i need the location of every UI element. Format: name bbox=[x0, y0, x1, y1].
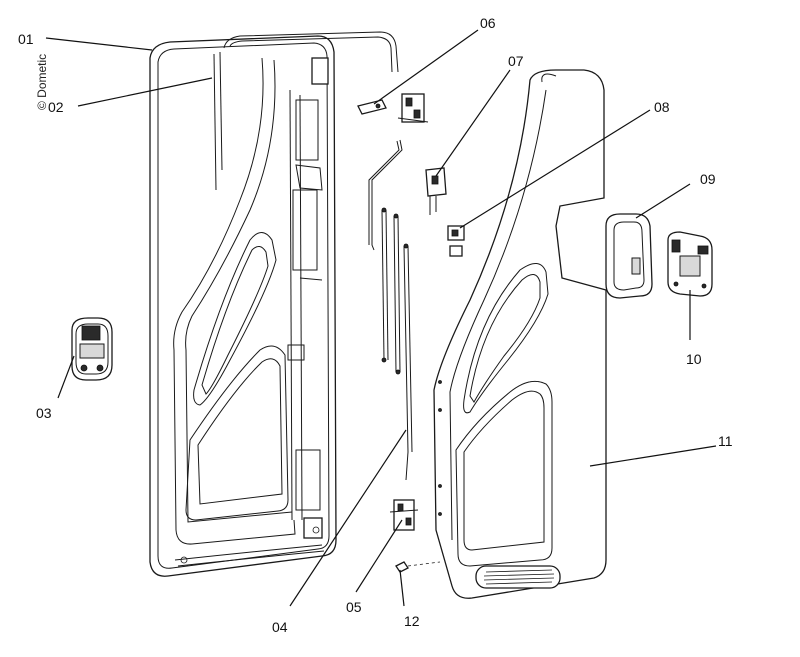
callout-10: 10 bbox=[686, 351, 702, 367]
callout-08: 08 bbox=[654, 99, 670, 115]
door-rods bbox=[368, 139, 413, 481]
callout-07: 07 bbox=[508, 53, 524, 69]
callout-05: 05 bbox=[346, 599, 362, 615]
clip-08 bbox=[447, 225, 465, 257]
bracket-07 bbox=[425, 167, 447, 215]
callout-11: 11 bbox=[718, 433, 733, 449]
screw-12 bbox=[395, 561, 441, 573]
callout-03: 03 bbox=[36, 405, 52, 421]
lower-hinge bbox=[389, 499, 419, 531]
callout-01: 01 bbox=[18, 31, 34, 47]
vent-slats bbox=[483, 569, 555, 585]
copyright-text: © Dometic bbox=[35, 54, 49, 110]
callout-06: 06 bbox=[480, 15, 496, 31]
outer-door-panel bbox=[433, 69, 607, 599]
callout-02: 02 bbox=[48, 99, 64, 115]
callout-12: 12 bbox=[404, 613, 420, 629]
callout-09: 09 bbox=[700, 171, 716, 187]
gasket-tube bbox=[223, 31, 399, 73]
callout-labels: 01 02 03 04 05 06 07 08 09 10 11 12 bbox=[18, 15, 733, 635]
door-handle bbox=[605, 213, 653, 299]
handle-mechanism bbox=[667, 231, 713, 297]
callout-04: 04 bbox=[272, 619, 288, 635]
leader-lines bbox=[45, 29, 717, 607]
latch-hinge-top bbox=[357, 93, 429, 123]
oval-component bbox=[71, 317, 113, 381]
inner-door-panel bbox=[149, 35, 337, 577]
